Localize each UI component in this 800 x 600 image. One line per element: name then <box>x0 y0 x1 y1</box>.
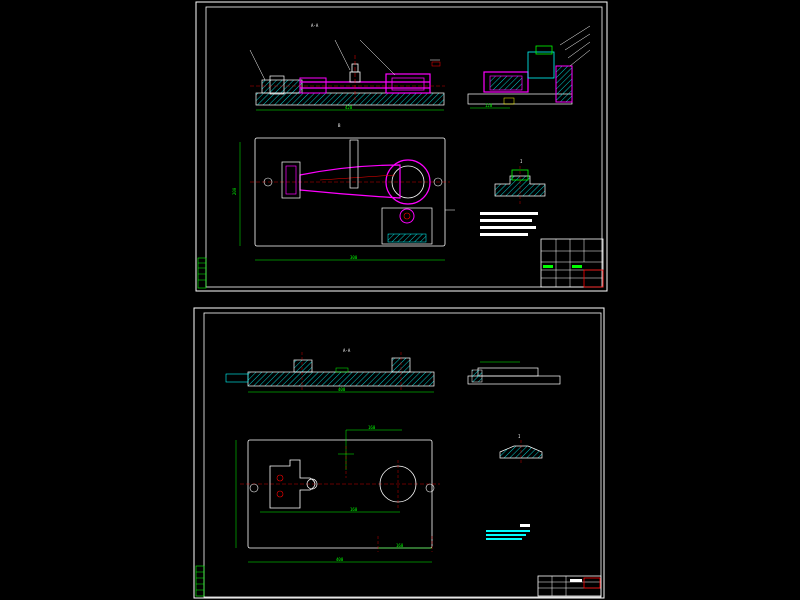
dim-overall-length: 300 <box>350 255 358 260</box>
sheet-2-section-view: A-A 400 <box>225 348 435 393</box>
sheet-2-side-view <box>467 361 561 385</box>
sheet-1-inner-frame <box>205 6 603 288</box>
dim-side-width: 120 <box>485 103 493 108</box>
sheet-2-dim-slot: 160 <box>350 507 358 512</box>
sheet-2-dim-bottom: 160 <box>396 543 404 548</box>
drawing-sheet-1: A-A 420 <box>195 1 608 292</box>
section-view-a-a: A-A 420 <box>249 23 445 111</box>
plan-view-title: B <box>338 123 341 128</box>
detail-view-i: I <box>494 159 546 204</box>
sheet-1-title-block <box>540 238 604 288</box>
dim-height: 200 <box>232 187 237 195</box>
dim-base-length: 420 <box>345 105 353 110</box>
sheet-2-binding-strip <box>195 565 205 597</box>
sheet-2-notes-block <box>486 524 530 540</box>
sheet-2-dim-length: 400 <box>338 387 346 392</box>
sheet-1-outer-border <box>195 1 608 292</box>
sheet-2-section-title: A-A <box>343 348 351 353</box>
sheet-2-plan-view: 400 160 160 160 <box>235 425 440 563</box>
sheet-2-detail-title: I <box>518 434 521 439</box>
sheet-2-plan-dim: 400 <box>336 557 344 562</box>
side-view: 120 <box>467 25 591 109</box>
drawing-sheet-2: A-A 400 I 400 <box>193 307 605 599</box>
sheet-1-binding-strip <box>197 257 207 289</box>
sheet-2-title-block <box>537 575 602 597</box>
sheet-2-outer-border <box>193 307 605 599</box>
section-view-title: A-A <box>311 23 319 28</box>
sheet-2-dim-top: 160 <box>368 425 376 430</box>
plan-view-b: B 300 200 <box>232 123 455 261</box>
technical-notes-block <box>480 212 538 236</box>
sheet-2-inner-frame <box>203 312 602 598</box>
detail-view-title: I <box>520 159 523 164</box>
sheet-2-detail-view: I <box>499 434 543 464</box>
